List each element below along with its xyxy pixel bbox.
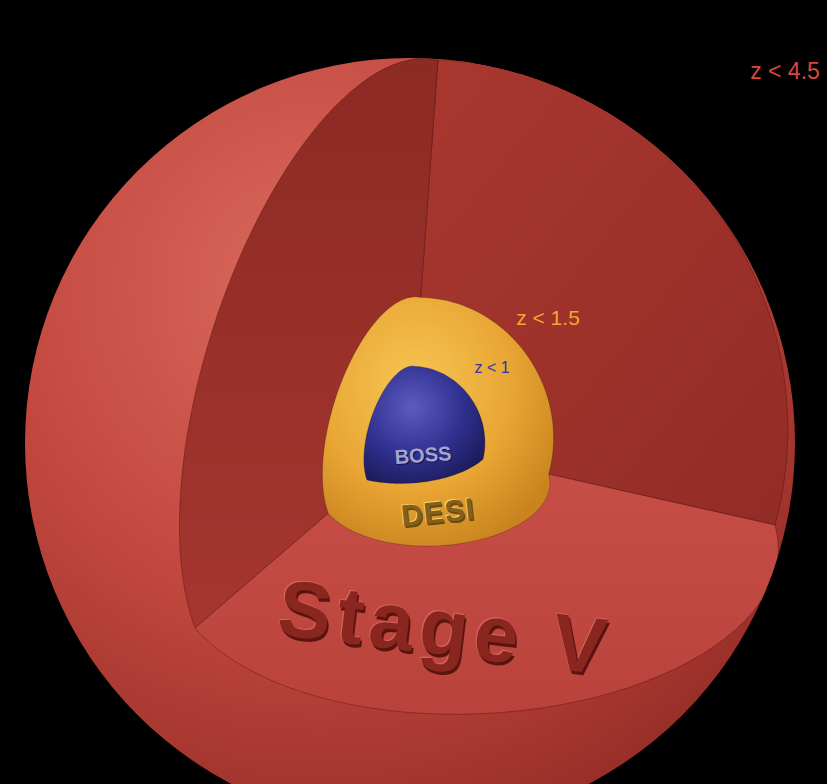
survey-name: DESI <box>399 492 476 533</box>
boss-sphere: z < 1BOSS <box>360 360 500 490</box>
cutaway-octant <box>179 58 787 714</box>
boss-shell <box>364 366 485 483</box>
redshift-label: z < 1 <box>474 359 509 377</box>
desi-sphere: z < 1BOSSz < 1.5DESI <box>320 290 560 550</box>
survey-name: BOSS <box>394 442 452 468</box>
survey-name: Stage V <box>273 564 617 692</box>
stage-v-sphere: z < 1BOSSz < 1.5DESIz < 4.5Stage V <box>25 58 795 784</box>
redshift-label: z < 1.5 <box>516 306 580 329</box>
redshift-label: z < 4.5 <box>750 59 820 84</box>
desi-shell <box>322 297 553 546</box>
outer-sphere <box>25 58 795 784</box>
